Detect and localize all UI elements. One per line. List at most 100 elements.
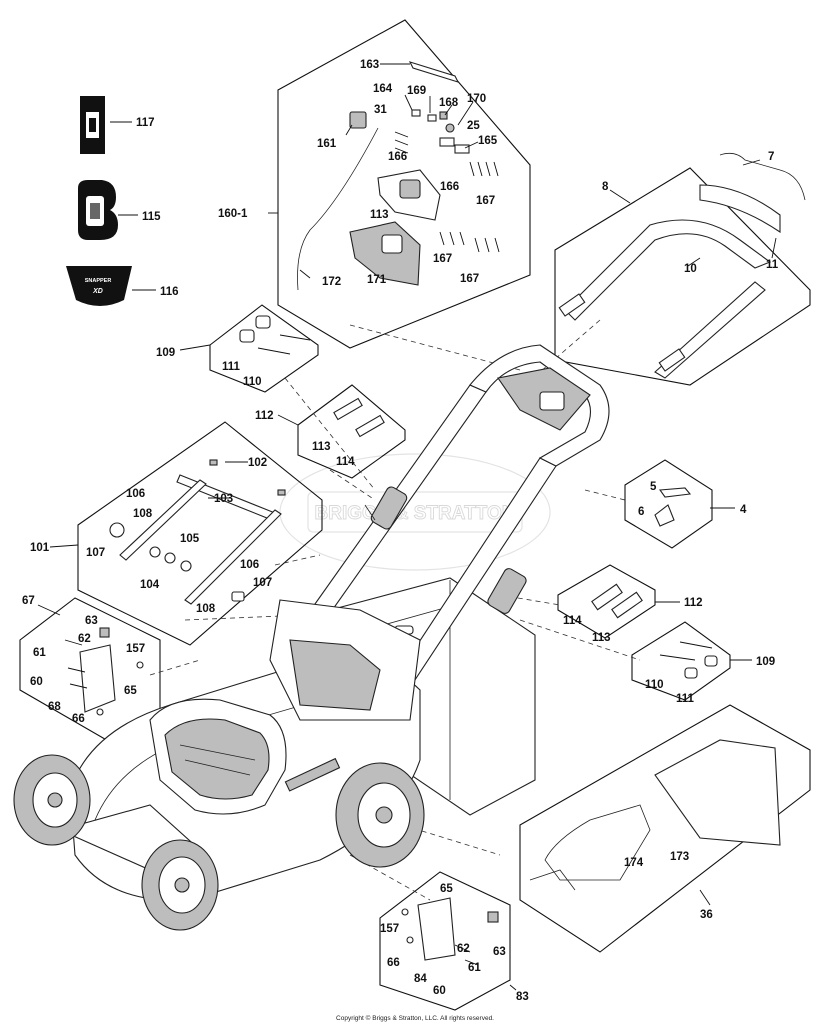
bolts-166-167 bbox=[394, 131, 500, 253]
callout-160-1: 160-1 bbox=[218, 208, 248, 220]
callout-107-upper: 107 bbox=[86, 547, 105, 559]
callout-66-left: 66 bbox=[72, 713, 85, 725]
panel-160-1 bbox=[277, 19, 531, 349]
callout-102: 102 bbox=[248, 457, 267, 469]
callout-61-left: 61 bbox=[33, 647, 46, 659]
parts-101 bbox=[109, 459, 286, 605]
callout-157-right: 157 bbox=[380, 923, 399, 935]
callout-31: 31 bbox=[374, 104, 387, 116]
decal-115 bbox=[78, 180, 118, 240]
callout-61-right: 61 bbox=[468, 962, 481, 974]
panel-83 bbox=[379, 871, 511, 1011]
callout-106-lower: 106 bbox=[240, 559, 259, 571]
callout-83: 83 bbox=[516, 991, 529, 1003]
callout-25: 25 bbox=[467, 120, 480, 132]
callout-117: 117 bbox=[136, 117, 155, 129]
callout-157-left: 157 bbox=[126, 643, 145, 655]
callout-65-right: 65 bbox=[440, 883, 453, 895]
callout-174: 174 bbox=[624, 857, 644, 869]
callout-62-left: 62 bbox=[78, 633, 91, 645]
grip-11 bbox=[699, 184, 781, 234]
decal-117 bbox=[80, 96, 105, 154]
callout-114-right: 114 bbox=[563, 615, 582, 627]
lawn-mower bbox=[13, 344, 610, 931]
panel-109-left bbox=[209, 304, 319, 393]
left-handle-knob bbox=[370, 486, 408, 530]
callout-169: 169 bbox=[407, 85, 426, 97]
callout-leaders bbox=[37, 63, 777, 991]
callout-113-left: 113 bbox=[312, 441, 331, 453]
callout-36: 36 bbox=[700, 909, 713, 921]
callout-170: 170 bbox=[467, 93, 486, 105]
callout-109-left: 109 bbox=[156, 347, 175, 359]
parts-112-right bbox=[591, 583, 643, 619]
callout-101: 101 bbox=[30, 542, 50, 554]
copyright-notice: Copyright © Briggs & Stratton, LLC. All … bbox=[336, 1014, 494, 1022]
callout-60-left: 60 bbox=[30, 676, 43, 688]
decal-116-model: XD bbox=[92, 288, 103, 295]
callout-114-left: 114 bbox=[336, 456, 355, 468]
callout-165: 165 bbox=[478, 135, 498, 147]
callout-167-middle: 167 bbox=[433, 253, 452, 265]
mulch-strip bbox=[284, 757, 341, 792]
callout-168: 168 bbox=[439, 97, 459, 109]
callout-167-upper: 167 bbox=[476, 195, 495, 207]
wire-7 bbox=[719, 152, 806, 201]
callout-164: 164 bbox=[373, 83, 393, 95]
parts-36 bbox=[529, 739, 781, 891]
callout-113-right: 113 bbox=[592, 632, 611, 644]
upper-control-housing-113 bbox=[377, 169, 441, 221]
parts-160-1 bbox=[297, 61, 500, 291]
callout-11: 11 bbox=[766, 259, 779, 271]
watermark-text: BRIGGS & STRATTON bbox=[315, 503, 516, 524]
lower-control-housing-171 bbox=[349, 221, 421, 286]
panel-112-left bbox=[297, 384, 406, 479]
callout-60-right: 60 bbox=[433, 985, 446, 997]
panel-101 bbox=[77, 421, 323, 646]
cable-172 bbox=[297, 127, 379, 291]
callout-66-right: 66 bbox=[387, 957, 400, 969]
parts-4 bbox=[654, 487, 692, 527]
callout-111-right: 111 bbox=[676, 693, 695, 705]
callout-116: 116 bbox=[160, 286, 179, 298]
callout-166-upper: 166 bbox=[388, 151, 407, 163]
callout-113-top: 113 bbox=[370, 209, 389, 221]
upper-handle-10 bbox=[564, 219, 772, 321]
parts-83 bbox=[401, 897, 499, 966]
bag-frame-174 bbox=[544, 804, 651, 881]
callout-103: 103 bbox=[214, 493, 233, 505]
parts-handle-8 bbox=[558, 152, 806, 379]
callout-107-lower: 107 bbox=[253, 577, 272, 589]
right-handle-knob bbox=[487, 568, 527, 614]
callout-161: 161 bbox=[317, 138, 337, 150]
callout-105: 105 bbox=[180, 533, 200, 545]
bag-173 bbox=[654, 739, 781, 846]
callout-numbers: 163 164 169 168 170 31 25 161 165 166 16… bbox=[22, 59, 779, 1003]
panel-109-right bbox=[631, 621, 731, 701]
callout-110-left: 110 bbox=[243, 376, 262, 388]
callout-6: 6 bbox=[638, 506, 644, 518]
callout-167-lower: 167 bbox=[460, 273, 479, 285]
callout-115: 115 bbox=[142, 211, 161, 223]
front-left-wheel bbox=[141, 839, 219, 931]
callout-5: 5 bbox=[650, 481, 657, 493]
callout-110-right: 110 bbox=[645, 679, 664, 691]
callout-67: 67 bbox=[22, 595, 35, 607]
parts-109-left bbox=[239, 315, 311, 355]
callout-166-lower: 166 bbox=[440, 181, 459, 193]
callout-63-left: 63 bbox=[85, 615, 98, 627]
callout-108-lower: 108 bbox=[196, 603, 216, 615]
panel-36 bbox=[519, 704, 811, 953]
callout-63-right: 63 bbox=[493, 946, 506, 958]
rear-right-wheel bbox=[335, 762, 425, 868]
callout-106-upper: 106 bbox=[126, 488, 145, 500]
callout-112-left: 112 bbox=[255, 410, 274, 422]
callout-173: 173 bbox=[670, 851, 689, 863]
callout-104: 104 bbox=[140, 579, 160, 591]
callout-4: 4 bbox=[740, 504, 747, 516]
callout-8: 8 bbox=[602, 181, 609, 193]
callout-172: 172 bbox=[322, 276, 341, 288]
callout-7: 7 bbox=[768, 151, 774, 163]
parts-112-left bbox=[333, 397, 385, 438]
